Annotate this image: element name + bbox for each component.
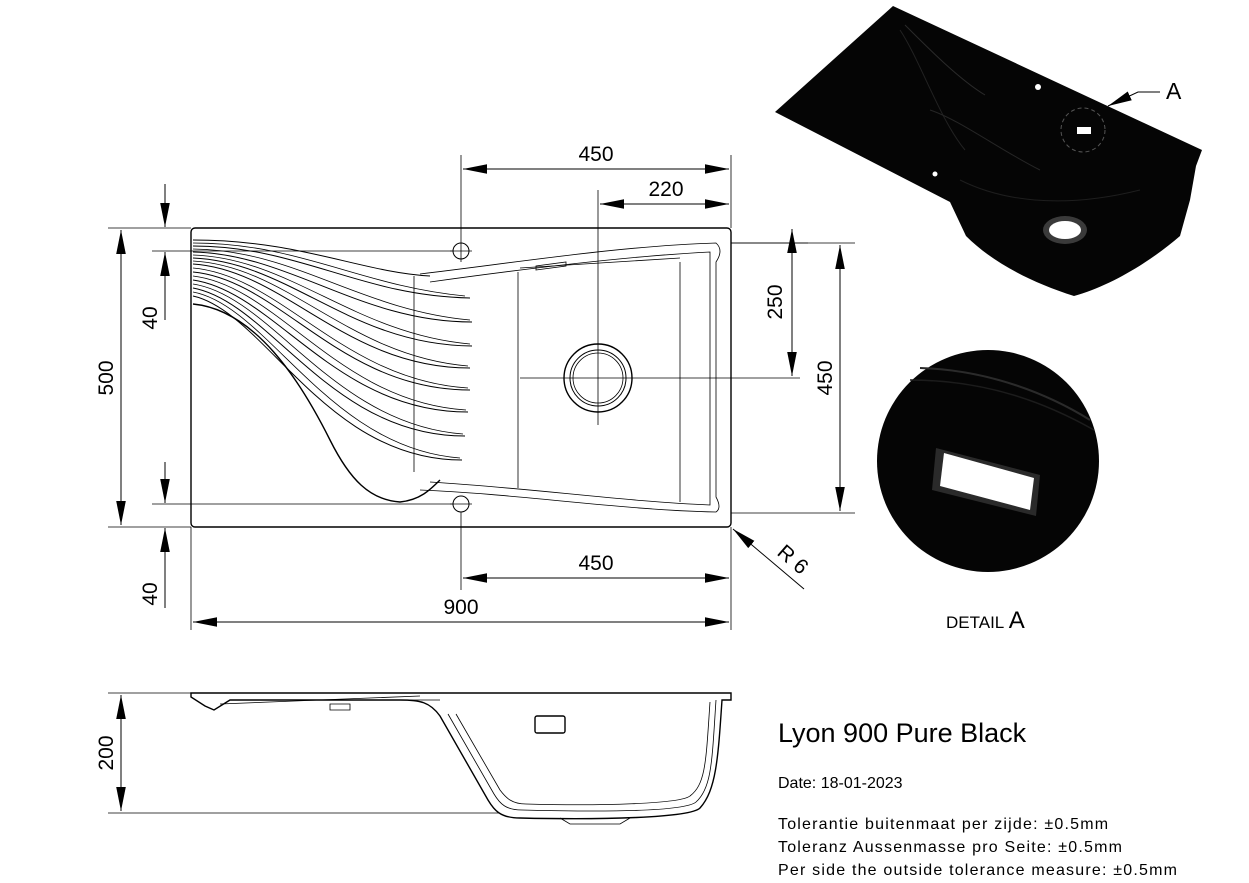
detail-word: DETAIL (946, 613, 1005, 632)
dim-left-500: 500 (95, 360, 118, 395)
drawing-title: Lyon 900 Pure Black (778, 718, 1027, 748)
sink-top-view (190, 190, 800, 528)
detail-a-view (877, 350, 1099, 572)
tolerance-nl: Tolerantie buitenmaat per zijde: ±0.5mm (778, 816, 1110, 833)
dim-bottom-450: 450 (578, 552, 613, 575)
callout-label-a: A (1166, 78, 1182, 104)
detail-a-caption: DETAIL A (946, 607, 1025, 635)
dim-top-450: 450 (578, 143, 613, 166)
dim-left-40-bottom: 40 (139, 582, 162, 605)
drainboard-grooves (192, 239, 473, 503)
dim-bottom-900: 900 (443, 596, 478, 619)
sink-side-view: 200 (95, 692, 732, 825)
dimension-lines: 450 220 500 40 40 250 450 450 (95, 143, 855, 630)
drawing-date: Date: 18-01-2023 (778, 775, 903, 792)
dim-left-40-top: 40 (139, 306, 162, 329)
dim-top-220: 220 (648, 178, 683, 201)
dim-radius: R 6 (773, 540, 813, 579)
detail-letter: A (1008, 607, 1025, 634)
dim-side-200: 200 (95, 735, 118, 770)
tolerance-de: Toleranz Aussenmasse pro Seite: ±0.5mm (778, 839, 1124, 856)
sink-3d-render: A (775, 6, 1202, 296)
dim-right-450: 450 (814, 360, 837, 395)
dim-right-250: 250 (764, 284, 787, 319)
tolerance-en: Per side the outside tolerance measure: … (778, 862, 1179, 879)
